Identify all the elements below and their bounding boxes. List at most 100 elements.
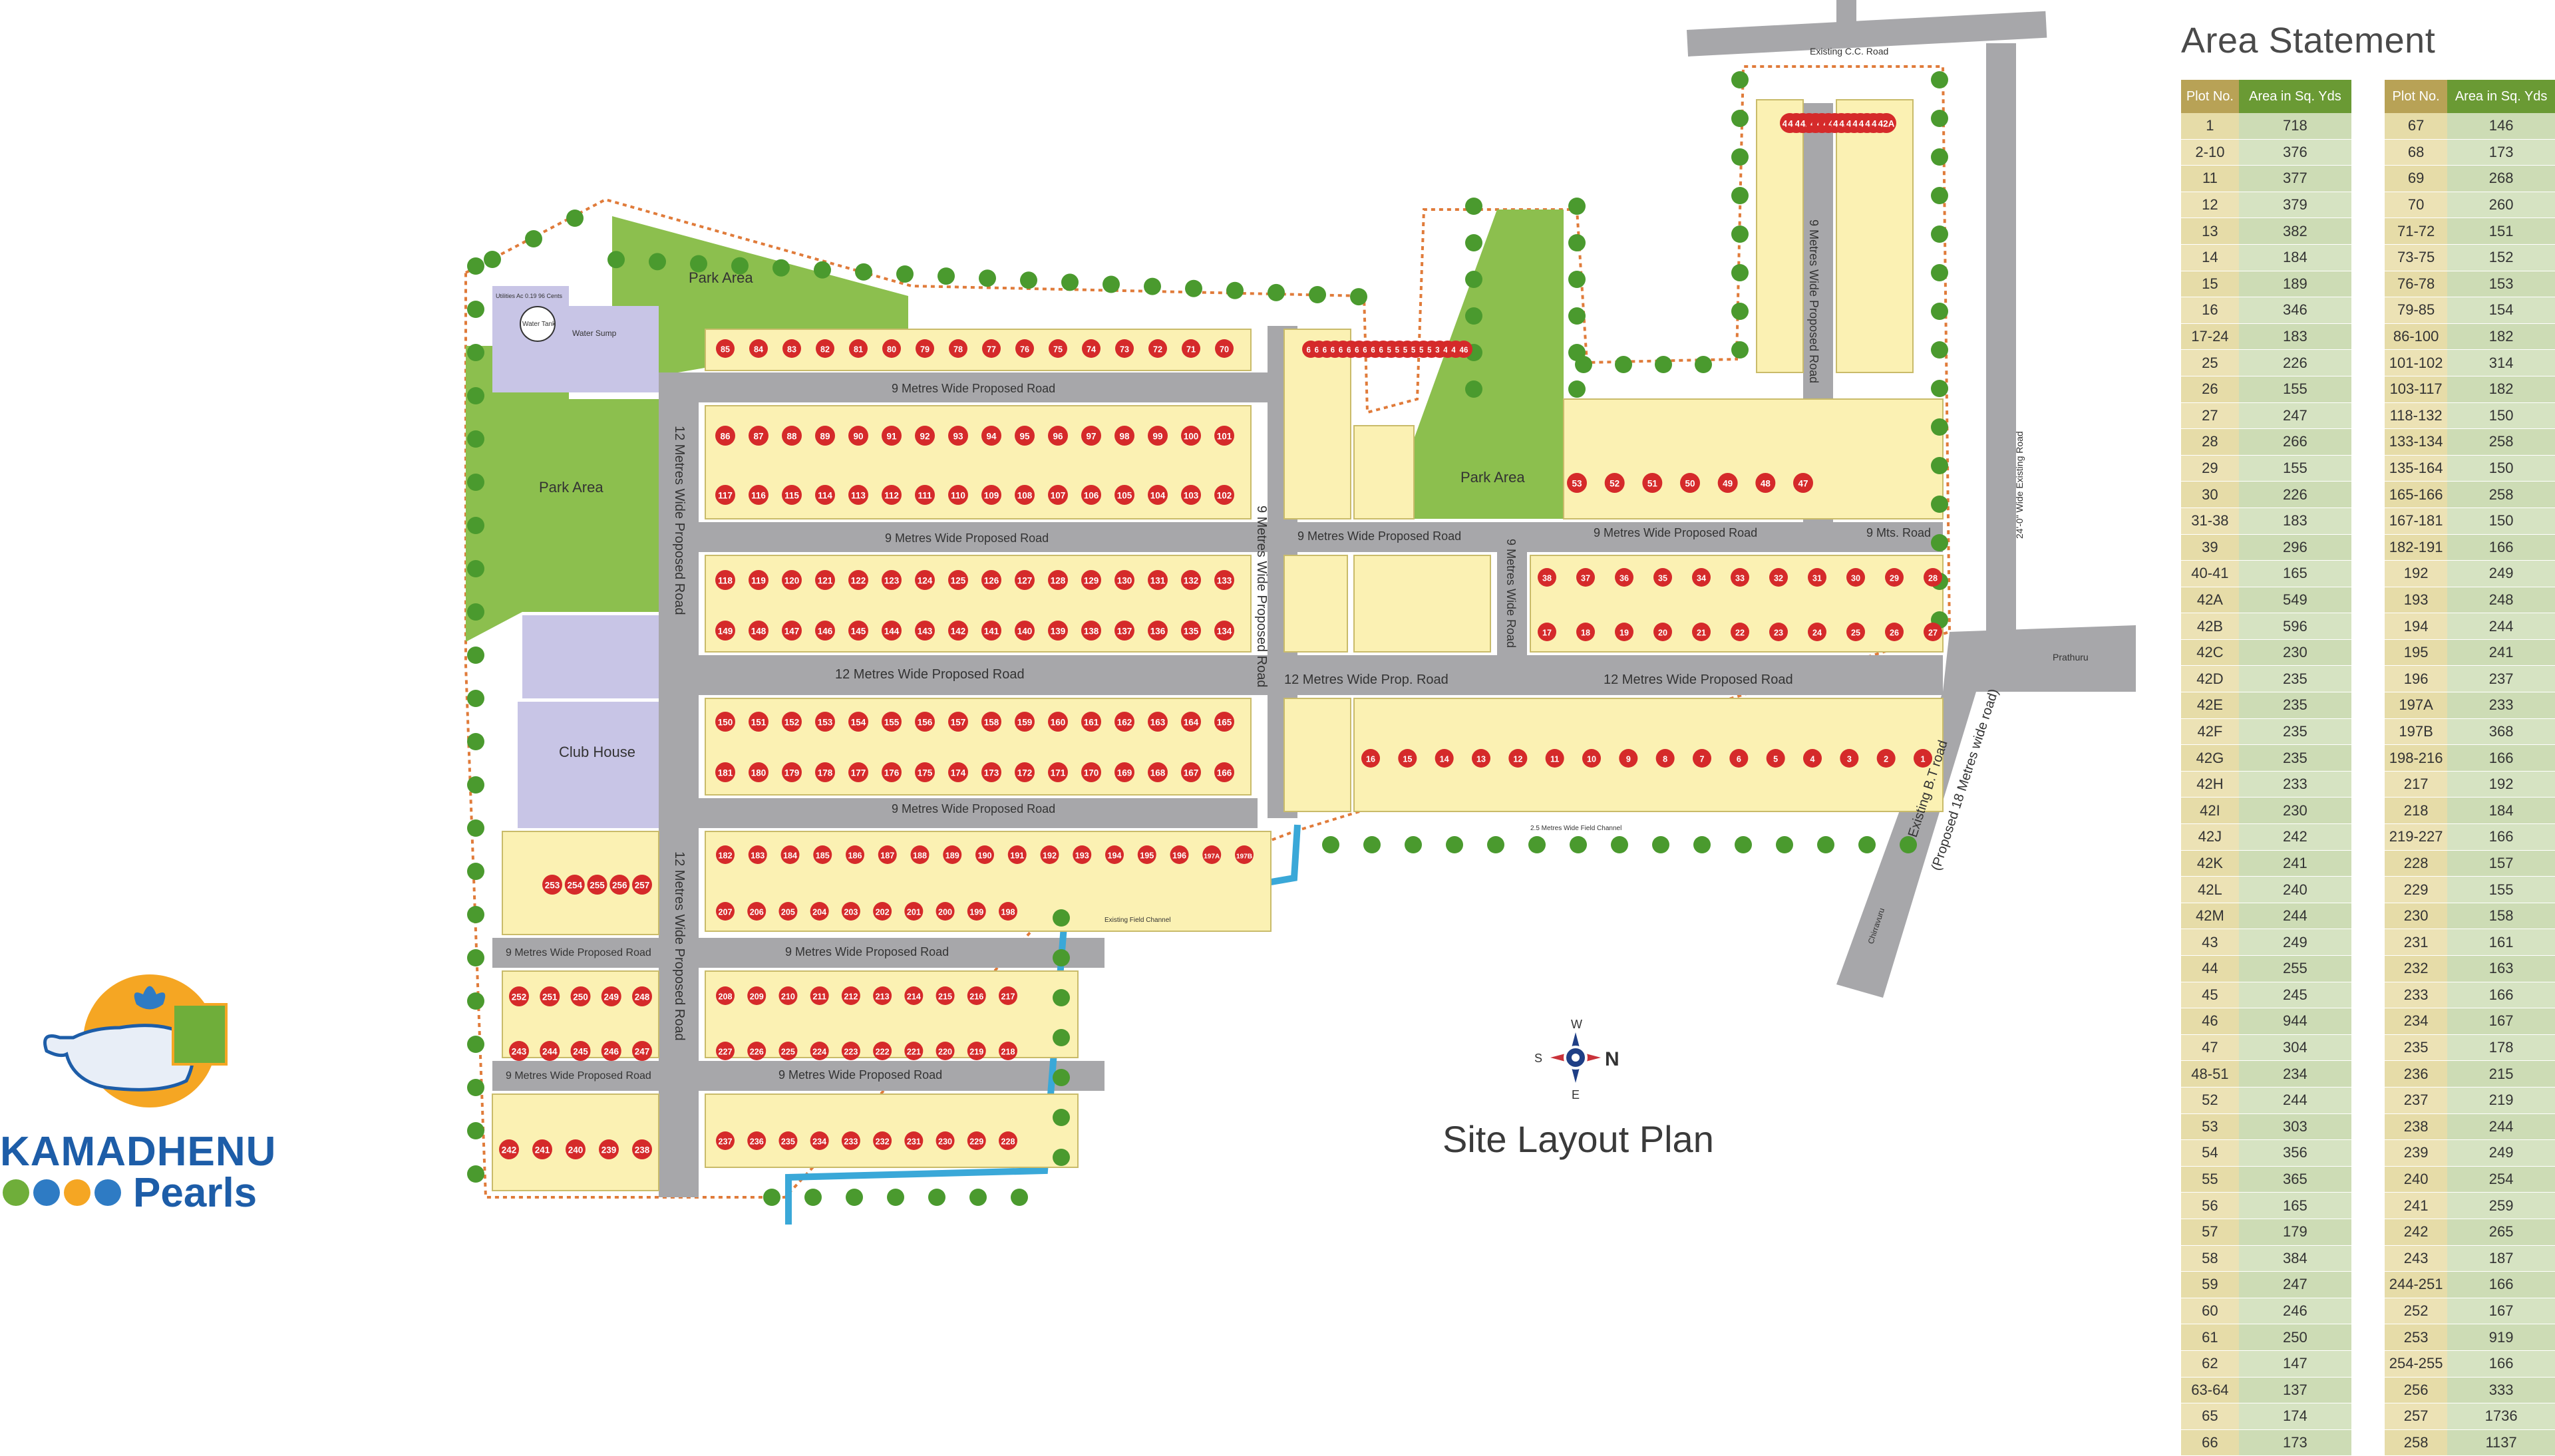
plot-no-cell: 40-41 xyxy=(2181,560,2239,587)
plot-marker xyxy=(981,712,1001,732)
plot-number: 89 xyxy=(820,432,830,442)
plot-no-cell: 57 xyxy=(2181,1219,2239,1246)
park-area-label-2: Park Area xyxy=(539,479,603,496)
plot-number: 138 xyxy=(1084,627,1099,637)
park-area-3 xyxy=(1414,210,1564,519)
plot-marker xyxy=(1692,623,1711,641)
plot-marker xyxy=(609,875,630,895)
club-house-area xyxy=(518,702,659,828)
plot-number: 15 xyxy=(1403,754,1412,764)
area-cell: 233 xyxy=(2238,771,2351,798)
plot-number: 92 xyxy=(920,432,930,442)
plot-number: 172 xyxy=(1017,768,1033,778)
plot-no-cell: 14 xyxy=(2181,244,2239,271)
plot-number: 160 xyxy=(1051,718,1066,728)
plot-no-cell: 65 xyxy=(2181,1403,2239,1430)
plot-marker xyxy=(1081,485,1101,505)
plot-number: 80 xyxy=(887,345,896,354)
plot-no-cell: 47 xyxy=(2181,1034,2239,1062)
plot-no-cell: 29 xyxy=(2181,455,2239,482)
plot-no-cell: 257 xyxy=(2385,1403,2448,1430)
plot-number: 127 xyxy=(1017,576,1033,586)
area-cell: 260 xyxy=(2447,192,2555,219)
plot-number: 122 xyxy=(851,576,866,586)
plot-marker xyxy=(882,570,902,590)
plot-marker xyxy=(1049,339,1067,358)
plot-marker xyxy=(981,570,1001,590)
area-cell: 258 xyxy=(2447,481,2555,508)
area-cell: 151 xyxy=(2447,218,2555,245)
club-house-label: Club House xyxy=(559,744,635,760)
area-cell: 147 xyxy=(2238,1350,2351,1378)
plot-marker xyxy=(1619,749,1638,768)
tree-icon xyxy=(1731,148,1749,166)
plot-number: 34 xyxy=(1697,573,1706,583)
plot-marker xyxy=(1214,712,1234,732)
tree-icon xyxy=(1568,307,1586,325)
plot-number: 207 xyxy=(718,907,732,917)
plot-marker xyxy=(948,762,968,782)
tree-icon xyxy=(690,255,707,273)
plot-number: 243 xyxy=(512,1047,527,1057)
plot-number: 130 xyxy=(1117,576,1132,586)
plot-no-cell: 43 xyxy=(2181,929,2239,956)
plot-number: 37 xyxy=(1581,573,1590,583)
tree-icon xyxy=(1858,836,1876,853)
plot-no-cell: 42G xyxy=(2181,744,2239,772)
plot-no-cell: 48-51 xyxy=(2181,1060,2239,1088)
area-cell: 254 xyxy=(2447,1166,2555,1193)
plot-marker xyxy=(1731,568,1749,587)
plot-marker xyxy=(1048,712,1068,732)
plot-number: 235 xyxy=(781,1137,795,1146)
plot-number: 155 xyxy=(884,718,900,728)
plot-marker xyxy=(846,845,864,864)
plot-marker xyxy=(1048,426,1068,446)
plot-number: 32 xyxy=(1774,573,1783,583)
plot-no-cell: 241 xyxy=(2385,1192,2448,1219)
plot-no-cell: 69 xyxy=(2385,165,2448,192)
area-cell: 379 xyxy=(2238,192,2351,219)
plot-number: 132 xyxy=(1184,576,1199,586)
plot-marker xyxy=(747,902,766,921)
plot-no-cell: 165-166 xyxy=(2385,481,2448,508)
plot-number: 131 xyxy=(1150,576,1166,586)
water-sump-area xyxy=(569,306,659,392)
plot-marker xyxy=(816,339,834,358)
plot-marker xyxy=(1202,845,1222,864)
area-cell: 241 xyxy=(2238,850,2351,877)
tree-icon xyxy=(1061,273,1079,291)
road-9m-vertical-3: 9 Metres Wide Proposed Road xyxy=(1807,219,1820,383)
tree-icon xyxy=(467,1165,484,1183)
plot-marker xyxy=(1114,426,1134,446)
plot-no-cell: 197A xyxy=(2385,692,2448,719)
plot-marker xyxy=(540,986,560,1006)
prathuru-label: Prathuru xyxy=(2053,652,2089,662)
plot-number: 33 xyxy=(1735,573,1745,583)
plot-marker xyxy=(1081,712,1101,732)
tree-icon xyxy=(1931,303,1948,320)
plot-number: 225 xyxy=(781,1047,795,1056)
tree-icon xyxy=(1568,198,1586,215)
plot-number: 47 xyxy=(1798,479,1808,489)
plot-number: 29 xyxy=(1890,573,1899,583)
tree-icon xyxy=(937,267,955,285)
compass-icon: W E S N xyxy=(1534,1018,1619,1101)
plot-number: 140 xyxy=(1017,627,1033,637)
area-cell: 165 xyxy=(2238,560,2351,587)
plot-marker xyxy=(748,845,767,864)
plot-no-cell: 63-64 xyxy=(2181,1377,2239,1404)
plot-marker xyxy=(782,339,801,358)
plot-no-cell: 2-10 xyxy=(2181,139,2239,166)
tree-icon xyxy=(1731,71,1749,88)
